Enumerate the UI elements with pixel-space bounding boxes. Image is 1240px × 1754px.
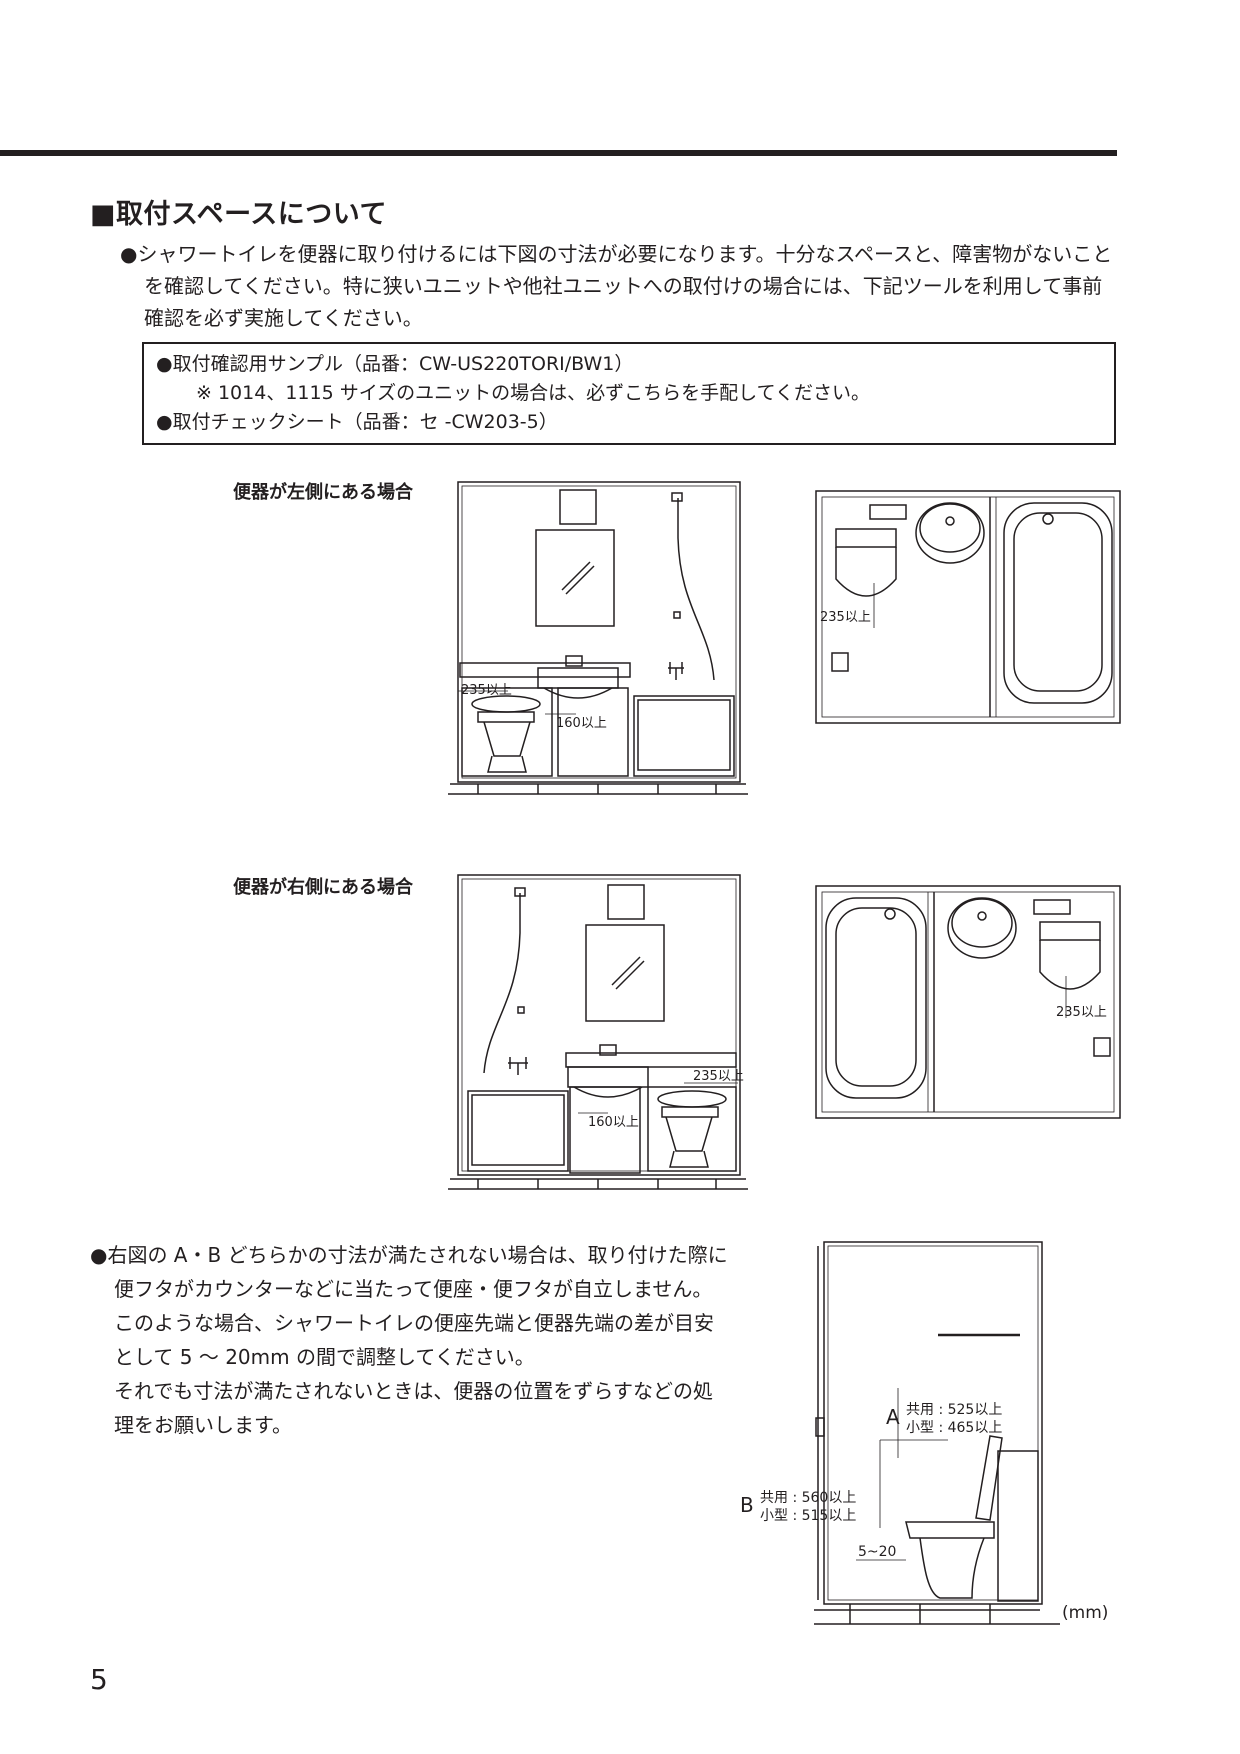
plan-235-label: 235以上 (820, 610, 871, 625)
dim-a-common: 共用 : 525以上 (906, 1402, 1002, 1418)
tool-sample-note: ※ 1014、1115 サイズのユニットの場合は、必ずこちらを手配してください。 (196, 382, 870, 404)
case-left-label: 便器が左側にある場合 (233, 482, 413, 503)
dim-b-small: 小型 : 515以上 (760, 1508, 856, 1524)
bullet-icon: ● (90, 1243, 108, 1267)
dim-160-label: 160以上 (588, 1115, 639, 1130)
elevation-left-diagram: 235以上 160以上 (448, 481, 748, 795)
dim-b-common: 共用 : 560以上 (760, 1490, 856, 1506)
intro-text: ●シャワートイレを便器に取り付けるには下図の寸法が必要になります。十分なスペース… (120, 242, 1113, 330)
intro-paragraph: ●シャワートイレを便器に取り付けるには下図の寸法が必要になります。十分なスペース… (120, 238, 1120, 334)
side-view-diagram: A 共用 : 525以上 小型 : 465以上 B 共用 : 560以上 小型 … (740, 1241, 1060, 1625)
dim-235-label: 235以上 (693, 1069, 744, 1084)
dim-a-letter: A (886, 1405, 900, 1429)
bullet-icon: ● (120, 242, 138, 266)
tool-sheet-line: ●取付チェックシート（品番：セ -CW203-5） (156, 411, 558, 433)
adjustment-note: ●右図の A・B どちらかの寸法が満たされない場合は、取り付けた際に便フタがカウ… (90, 1238, 730, 1442)
unit-label: (mm) (1062, 1603, 1109, 1623)
note-para-2: このような場合、シャワートイレの便座先端と便器先端の差が目安として 5 〜 20… (114, 1311, 714, 1369)
section-heading: ■取付スペースについて (90, 199, 387, 230)
elevation-right-diagram: 235以上 160以上 (448, 874, 748, 1190)
dim-235-label: 235以上 (461, 683, 512, 698)
plan-235-label: 235以上 (1056, 1005, 1107, 1020)
page-number: 5 (90, 1663, 108, 1696)
case-right-label: 便器が右側にある場合 (233, 877, 413, 898)
note-para-1: ●右図の A・B どちらかの寸法が満たされない場合は、取り付けた際に便フタがカウ… (90, 1243, 728, 1301)
dim-b-letter: B (740, 1493, 754, 1517)
tool-box: ●取付確認用サンプル（品番：CW-US220TORI/BW1） ※ 1014、1… (142, 342, 1116, 445)
dim-a-small: 小型 : 465以上 (906, 1420, 1002, 1436)
dim-160-label: 160以上 (556, 716, 607, 731)
plan-right-diagram: 235以上 (815, 885, 1121, 1119)
tool-sample-line: ●取付確認用サンプル（品番：CW-US220TORI/BW1） (156, 353, 634, 375)
dim-gap-label: 5~20 (858, 1544, 896, 1560)
plan-left-diagram: 235以上 (815, 490, 1121, 724)
note-para-3: それでも寸法が満たされないときは、便器の位置をずらすなどの処理をお願いします。 (114, 1379, 713, 1437)
top-rule (0, 150, 1117, 156)
